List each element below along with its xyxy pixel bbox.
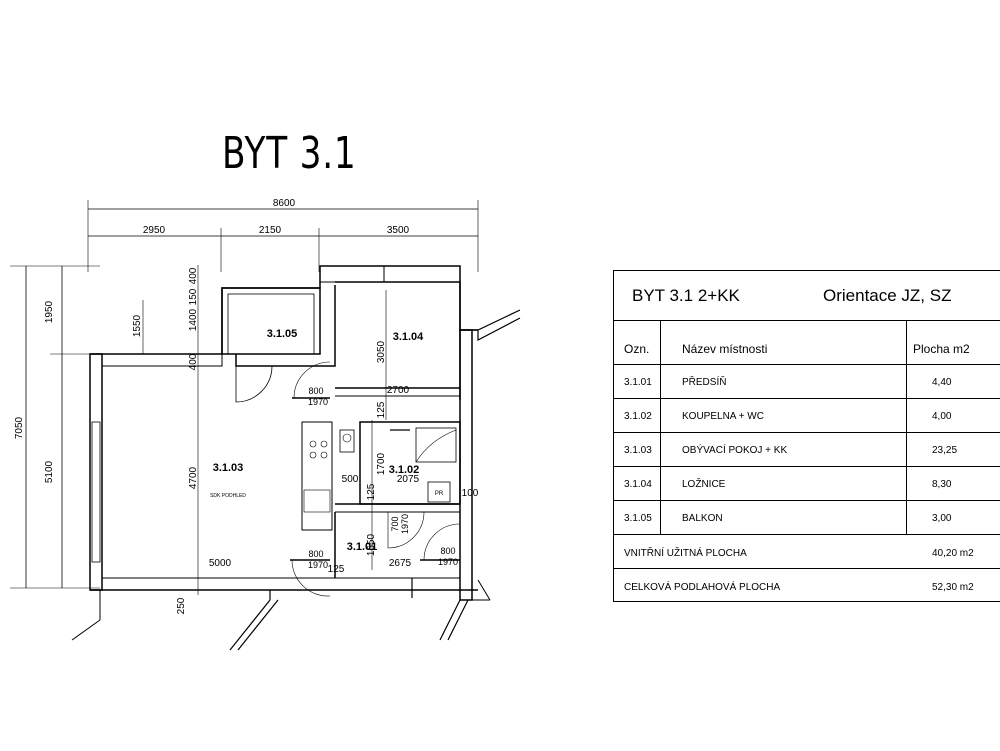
row-name: OBÝVACÍ POKOJ + KK (682, 445, 788, 456)
row-name: LOŽNICE (682, 479, 726, 490)
table-row: 3.1.05 BALKON 3,00 (614, 501, 1000, 535)
table-row: 3.1.01 PŘEDSÍŇ 4,40 (614, 365, 1000, 399)
table-header-row: BYT 3.1 2+KK Orientace JZ, SZ (614, 271, 1000, 321)
col-area: Plocha m2 (913, 342, 970, 356)
dim-500: 500 (342, 474, 359, 485)
dim-250: 250 (176, 597, 187, 614)
fixture-pr: PR (435, 491, 444, 497)
dim-1650: 1650 (366, 533, 377, 556)
dim-left-seg-1: 1950 (44, 300, 55, 323)
col-divider (660, 321, 661, 535)
dim-2075: 2075 (397, 474, 420, 485)
row-area: 8,30 (932, 479, 952, 490)
summary-value: 52,30 m2 (932, 582, 974, 593)
summary-row: VNITŘNÍ UŽITNÁ PLOCHA 40,20 m2 (614, 535, 1000, 569)
door-1-width: 800 (308, 386, 323, 396)
dim-150: 150 (188, 288, 199, 305)
row-ozn: 3.1.03 (624, 445, 652, 456)
dim-top-seg-1: 2950 (143, 225, 166, 236)
row-area: 4,00 (932, 411, 952, 422)
room-label-3-1-01: 3.1.01 (347, 541, 378, 553)
room-label-3-1-02: 3.1.02 (389, 464, 420, 476)
col-name: Název místnosti (682, 342, 768, 356)
row-ozn: 3.1.05 (624, 513, 652, 524)
summary-row: CELKOVÁ PODLAHOVÁ PLOCHA 52,30 m2 (614, 569, 1000, 601)
row-ozn: 3.1.04 (624, 479, 652, 490)
table-row: 3.1.04 LOŽNICE 8,30 (614, 467, 1000, 501)
room-table: BYT 3.1 2+KK Orientace JZ, SZ Ozn. Název… (613, 270, 1000, 602)
summary-label: CELKOVÁ PODLAHOVÁ PLOCHA (624, 582, 781, 593)
dim-2675: 2675 (389, 558, 412, 569)
table-row: 3.1.02 KOUPELNA + WC 4,00 (614, 399, 1000, 433)
row-area: 4,40 (932, 377, 952, 388)
room-label-3-1-04: 3.1.04 (393, 331, 424, 343)
row-ozn: 3.1.01 (624, 377, 652, 388)
dim-3050: 3050 (376, 340, 387, 363)
col-ozn: Ozn. (624, 342, 650, 356)
row-area: 3,00 (932, 513, 952, 524)
dim-4700: 4700 (188, 466, 199, 489)
ceiling-note: SDK PODHLED (210, 493, 246, 499)
door-2-width: 700 (390, 516, 400, 531)
col-divider (906, 321, 907, 535)
dim-top-seg-2: 2150 (259, 225, 282, 236)
door-3-height: 1970 (308, 560, 328, 570)
dim-5000: 5000 (209, 558, 232, 569)
room-label-3-1-05: 3.1.05 (267, 328, 298, 340)
door-4-height: 1970 (438, 557, 458, 567)
summary-value: 40,20 m2 (932, 548, 974, 559)
dim-top-seg-3: 3500 (387, 225, 410, 236)
room-label-3-1-03: 3.1.03 (213, 462, 244, 474)
orientation: Orientace JZ, SZ (823, 286, 952, 305)
dim-top-total: 8600 (273, 198, 296, 209)
dim-left-seg-2: 5100 (44, 460, 55, 483)
unit-name: BYT 3.1 2+KK (632, 286, 740, 305)
table-column-header: Ozn. Název místnosti Plocha m2 (614, 321, 1000, 365)
dim-left-total: 7050 (14, 416, 25, 439)
door-3-width: 800 (308, 549, 323, 559)
dim-400b: 400 (188, 353, 199, 370)
row-ozn: 3.1.02 (624, 411, 652, 422)
dim-1400: 1400 (188, 308, 199, 331)
summary-label: VNITŘNÍ UŽITNÁ PLOCHA (624, 548, 747, 559)
dim-2700: 2700 (387, 385, 410, 396)
dim-125b: 125 (366, 483, 377, 500)
dim-400a: 400 (188, 267, 199, 284)
dim-125a: 125 (376, 401, 387, 418)
dim-1550: 1550 (132, 314, 143, 337)
floor-plan: 8600 2950 2150 3500 7050 1950 5100 1550 … (10, 198, 521, 651)
door-2-height: 1970 (400, 514, 410, 534)
row-name: PŘEDSÍŇ (682, 377, 727, 388)
table-row: 3.1.03 OBÝVACÍ POKOJ + KK 23,25 (614, 433, 1000, 467)
row-name: KOUPELNA + WC (682, 411, 764, 422)
plan-title: BYT 3.1 (222, 128, 357, 179)
row-name: BALKON (682, 513, 723, 524)
row-area: 23,25 (932, 445, 958, 456)
door-4-width: 800 (440, 546, 455, 556)
dim-100: 100 (462, 488, 479, 499)
dim-1700: 1700 (376, 452, 387, 475)
dim-125c: 125 (328, 564, 345, 575)
door-1-height: 1970 (308, 397, 328, 407)
